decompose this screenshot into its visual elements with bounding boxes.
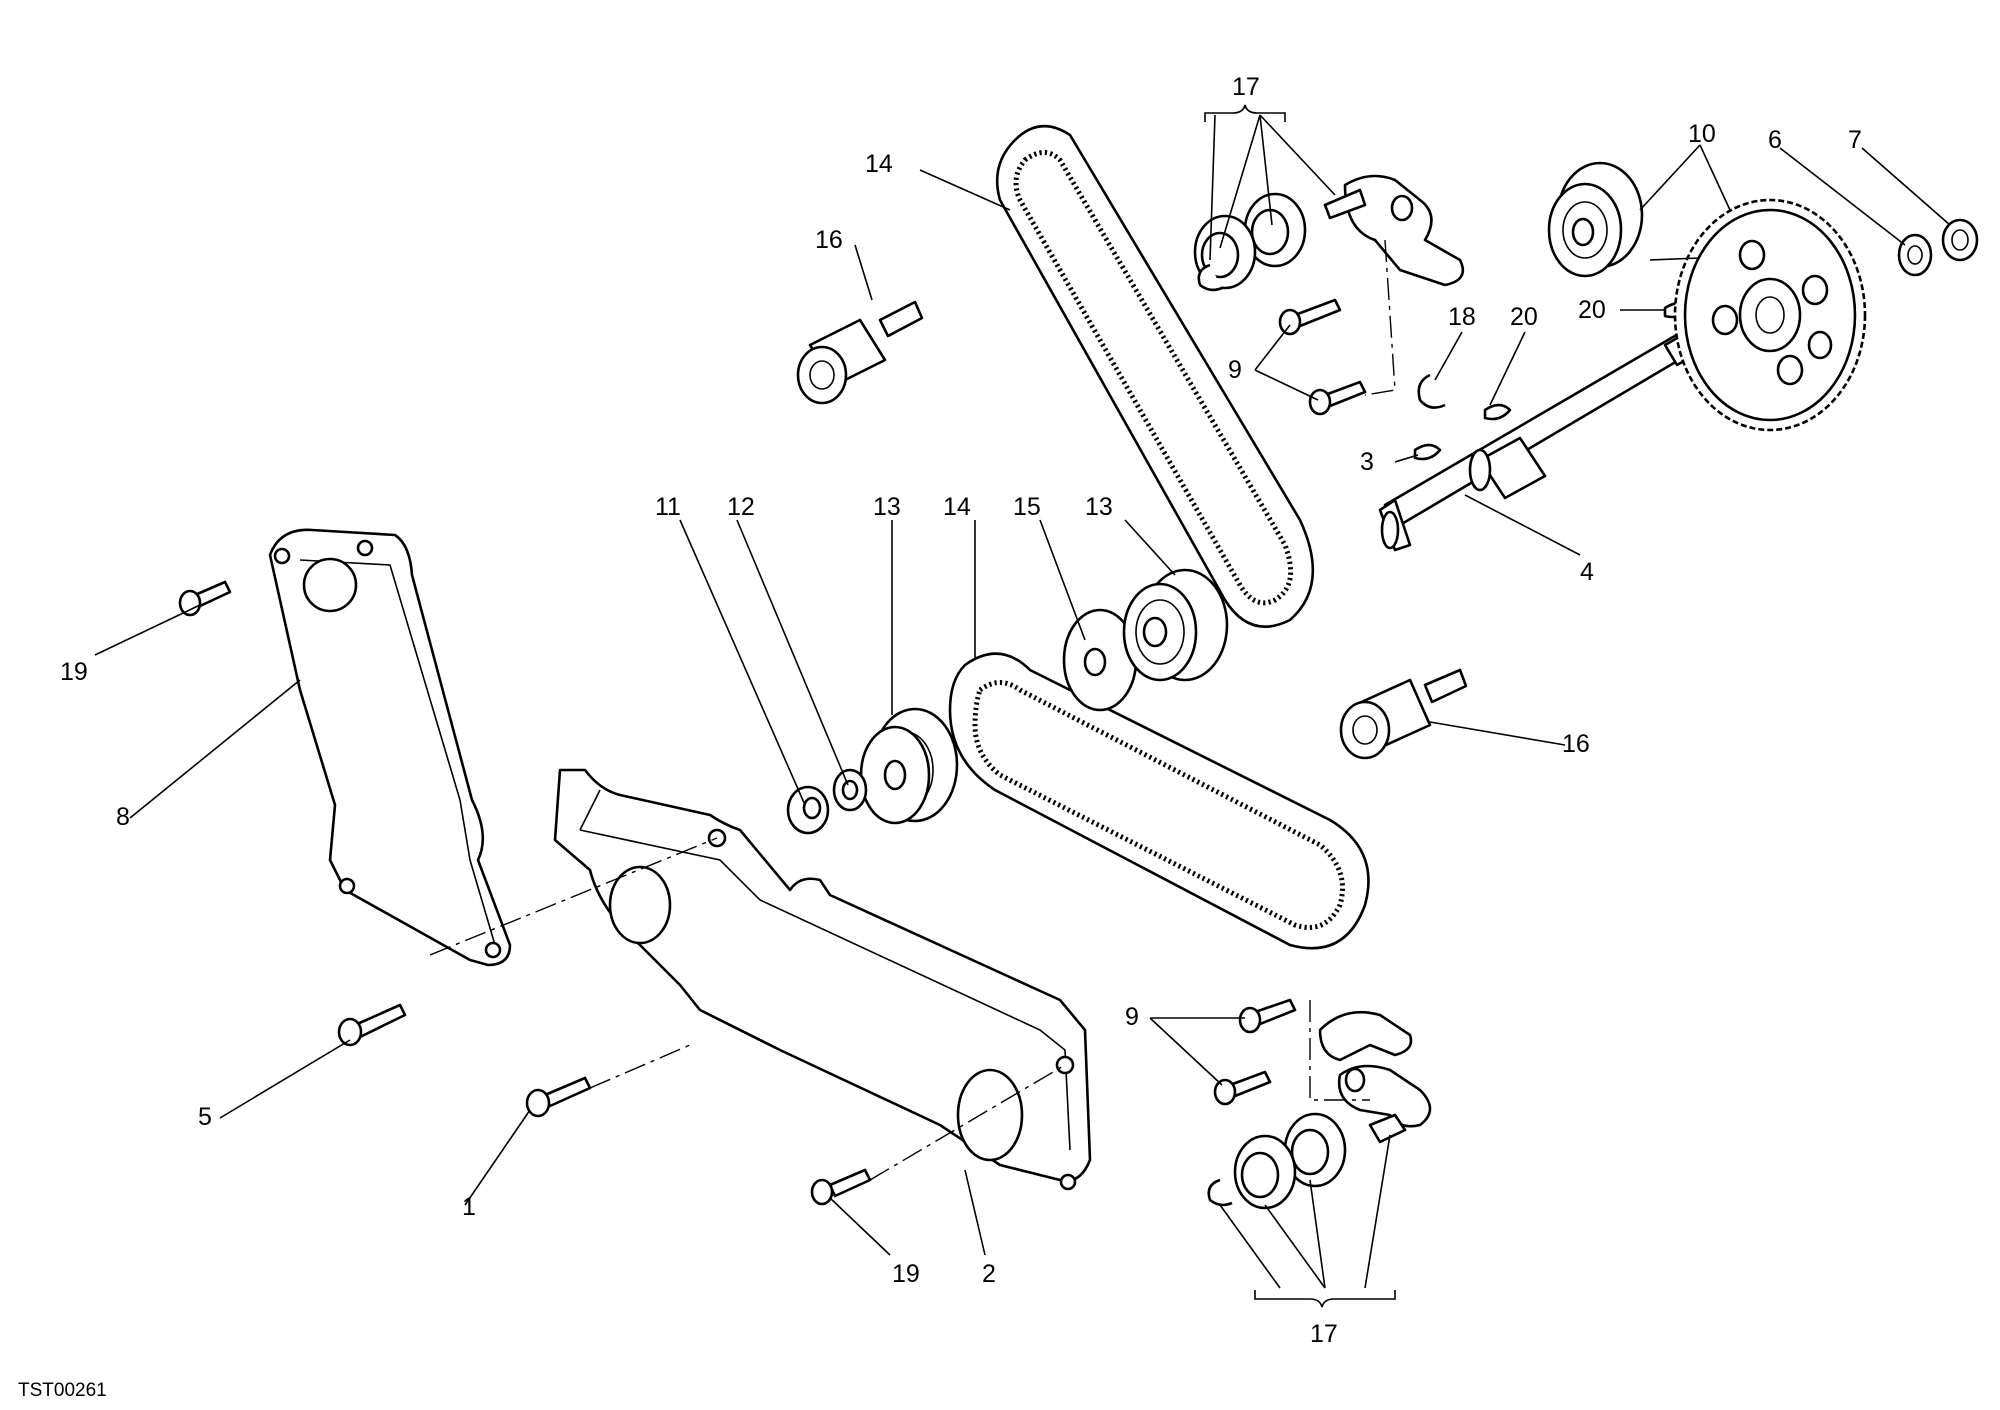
callout-16-upper: 16 — [815, 226, 843, 254]
callout-labels: 1 2 3 4 5 6 7 8 9 9 10 11 12 13 13 14 14… — [60, 73, 1862, 1348]
bracket-17-lower — [1254, 1290, 1396, 1308]
washer-15 — [1062, 608, 1138, 712]
callout-14-upper: 14 — [865, 150, 893, 178]
callout-9-upper: 9 — [1228, 356, 1242, 384]
callout-4: 4 — [1580, 558, 1594, 586]
gear-engagement-arrow — [1649, 257, 1701, 261]
reference-code: TST00261 — [18, 1380, 107, 1401]
callout-15: 15 — [1013, 493, 1041, 521]
screw-9-upper-b — [1308, 380, 1367, 416]
tensioner-assembly-lower — [1207, 1010, 1432, 1210]
key-3 — [1413, 443, 1442, 461]
upper-belt-pulley — [1122, 568, 1229, 682]
bracket-17-upper — [1204, 104, 1286, 122]
callout-2: 2 — [982, 1260, 996, 1288]
camshaft-pulley-small — [1547, 161, 1644, 278]
lower-belt-pulley — [859, 707, 959, 825]
key-20-shaft — [1483, 403, 1512, 421]
washer-6 — [1897, 233, 1933, 277]
lower-timing-belt — [948, 652, 1370, 950]
callout-14-lower: 14 — [943, 493, 971, 521]
callout-12: 12 — [727, 493, 755, 521]
callout-9-lower: 9 — [1125, 1003, 1139, 1031]
camshaft-gear-large — [1673, 198, 1867, 432]
callout-6: 6 — [1768, 126, 1782, 154]
callout-7: 7 — [1848, 126, 1862, 154]
screw-19-upper — [178, 580, 232, 617]
spacer-16-lower — [1339, 668, 1468, 760]
callout-3: 3 — [1360, 448, 1374, 476]
alignment-lines — [429, 239, 1396, 1181]
screw-9-lower-a — [1238, 998, 1297, 1034]
upper-timing-belt — [995, 124, 1315, 628]
rear-belt-cover — [268, 528, 512, 967]
tensioner-assembly-upper — [1193, 174, 1465, 292]
circlip-18 — [1417, 373, 1446, 409]
callout-5: 5 — [198, 1103, 212, 1131]
callout-8: 8 — [116, 803, 130, 831]
nut-7 — [1941, 218, 1979, 262]
callout-16-lower: 16 — [1562, 730, 1590, 758]
callout-17-lower: 17 — [1310, 1320, 1338, 1348]
callout-10: 10 — [1688, 120, 1716, 148]
callout-17-upper: 17 — [1232, 73, 1260, 101]
callout-19-upper: 19 — [60, 658, 88, 686]
washer-12 — [832, 768, 868, 812]
screw-19-lower — [810, 1168, 872, 1206]
callout-20-gear: 20 — [1578, 296, 1606, 324]
nut-11 — [786, 785, 830, 835]
callout-13-upper: 13 — [1085, 493, 1113, 521]
screw-1 — [525, 1076, 592, 1118]
front-belt-cover — [553, 768, 1092, 1191]
callout-1: 1 — [462, 1193, 476, 1221]
callout-20-shaft: 20 — [1510, 303, 1538, 331]
callout-19-lower: 19 — [892, 1260, 920, 1288]
leader-lines — [94, 114, 1951, 1289]
callout-13-lower: 13 — [873, 493, 901, 521]
spacer-16-upper — [796, 300, 924, 405]
callout-11: 11 — [655, 493, 681, 521]
screw-9-lower-b — [1213, 1070, 1272, 1106]
screw-9-upper-a — [1278, 298, 1342, 336]
screw-5 — [337, 1003, 407, 1047]
callout-18: 18 — [1448, 303, 1476, 331]
